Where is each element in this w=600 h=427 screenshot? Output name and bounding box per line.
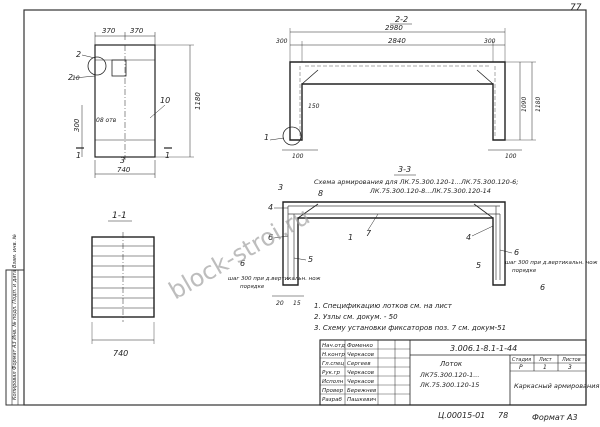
- side-dim-top-2: 370: [130, 27, 144, 35]
- section-33-pos-8: 8: [318, 189, 323, 198]
- format-label: Формат А3: [532, 413, 578, 422]
- section-33-note-right-2: порядке: [512, 268, 537, 274]
- side-pos-2a: 2: [76, 50, 81, 59]
- tb-role-5: Исполн: [322, 379, 344, 385]
- left-stamp-strip: [5, 269, 25, 406]
- tb-role-1: Нач.отд: [322, 343, 345, 349]
- section-33-pos-7: 7: [366, 229, 372, 238]
- section-22-dim-small: 150: [308, 103, 320, 110]
- title-block: Нач.отд Н.контр Гл.спец Рук.гр Исполн Пр…: [319, 339, 600, 406]
- tb-role-2: Н.контр: [322, 352, 345, 358]
- side-pos-10: 10: [160, 96, 170, 105]
- notes-block: 1. Спецификацию лотков см. на лист 2. Уз…: [314, 302, 506, 332]
- side-hole-label: 08 отв: [96, 117, 117, 124]
- section-33-pos-4b: 4: [466, 233, 471, 242]
- tb-drawing-name: Каркасный армирования: [514, 382, 600, 390]
- side-dim-top-1: 370: [102, 27, 116, 35]
- section-22-title: 2-2: [395, 15, 408, 24]
- section-33-pos-5: 5: [308, 255, 313, 264]
- tb-name-2: Черкасов: [347, 352, 374, 358]
- tb-role-6: Провер: [322, 388, 344, 394]
- section-33-dim-15: 15: [293, 300, 301, 307]
- side-pos-2b: 2: [68, 73, 73, 82]
- tb-name-5: Черкасов: [347, 379, 374, 385]
- section-22-dim-inner: 2840: [388, 37, 406, 45]
- side-pos-3: 3: [120, 156, 125, 165]
- section-33-pos-6d: 6: [240, 259, 245, 268]
- section-33-pos-6c: 6: [540, 283, 545, 292]
- series-code: Ц.00015-01: [438, 411, 485, 420]
- tb-name-7: Пашкевич: [347, 397, 377, 403]
- tb-doc-code: 3.006.1-8.1-1-44: [450, 344, 517, 353]
- section-22-pos-1: 1: [264, 133, 269, 142]
- section-33-pos-3: 3: [278, 183, 283, 192]
- tb-name-6: Бережнев: [347, 388, 376, 394]
- section-33-pos-4: 4: [268, 203, 273, 212]
- side-dim-width: 740: [117, 166, 131, 174]
- section-22-dim-h1: 1090: [521, 97, 528, 112]
- tb-stage-head-3: Листов: [561, 357, 581, 363]
- section-33-pos-1: 1: [348, 233, 353, 242]
- section-33-note-left: шаг 300 при д.вертикальн. нож: [228, 276, 321, 282]
- tb-object-code-1: ЛК75.300.120-1...: [419, 371, 479, 379]
- section-1-1: 1-1 740: [91, 211, 155, 358]
- left-stamp-text: Копировал Формат А3 Инв. № подл. Подп. и…: [12, 234, 18, 400]
- section-33-dim-20: 20: [276, 300, 284, 307]
- side-dim-left: 300: [73, 118, 81, 132]
- side-cut-right: 1: [165, 151, 170, 160]
- section-11-dim-width: 740: [113, 349, 128, 358]
- tb-stage-head-1: Стадия: [512, 357, 531, 363]
- section-3-3: 3-3 Схема армирования для ЛК.75.300.120-…: [228, 165, 598, 307]
- section-22-dim-br: 100: [505, 153, 517, 160]
- section-33-title: 3-3: [398, 165, 411, 174]
- tb-stage-val-1: Р: [519, 364, 523, 371]
- section-22-dim-right: 300: [484, 38, 496, 45]
- section-33-note-left-2: порядке: [240, 284, 265, 290]
- section-33-scheme-1: Схема армирования для ЛК.75.300.120-1...…: [314, 178, 519, 186]
- side-dim-height: 1180: [194, 92, 202, 110]
- section-33-pos-5b: 5: [476, 261, 481, 270]
- side-view: 370 370 1180 300 740 08 отв 2 2 3 10 10 …: [68, 27, 202, 178]
- tb-name-4: Черкасов: [347, 370, 374, 376]
- tb-name-3: Сергеев: [347, 361, 371, 367]
- section-22-dim-bl: 100: [292, 153, 304, 160]
- sheet-number: 78: [498, 411, 508, 420]
- section-2-2: 2-2 2980 2840 300 300 1090 1180 150 100 …: [264, 15, 542, 160]
- section-33-scheme-2: ЛК.75.300.120-8...ЛК.75.300.120-14: [369, 187, 491, 195]
- tb-role-3: Гл.спец: [322, 361, 344, 367]
- sheet-frame: [23, 9, 587, 406]
- tb-stage-head-2: Лист: [538, 357, 553, 363]
- note-3: 3. Схему установки фиксаторов поз. 7 см.…: [314, 324, 506, 332]
- side-small-dim: 10: [72, 75, 80, 82]
- tb-role-4: Рук.гр: [322, 370, 341, 376]
- tb-object-code-2: ЛК.75.300.120-15: [419, 381, 479, 389]
- section-22-dim-left: 300: [276, 38, 288, 45]
- section-11-title: 1-1: [112, 211, 127, 221]
- section-22-dim-total: 2980: [385, 24, 403, 32]
- page-number: 77: [570, 3, 582, 13]
- tb-stage-val-2: 1: [543, 364, 547, 371]
- section-33-pos-6: 6: [268, 233, 273, 242]
- section-22-dim-h2: 1180: [535, 97, 542, 112]
- note-1: 1. Спецификацию лотков см. на лист: [314, 302, 453, 310]
- tb-stage-val-3: 3: [568, 364, 572, 371]
- side-cut-left: 1: [76, 151, 81, 160]
- tb-object-name: Лоток: [439, 360, 463, 368]
- tb-name-1: Фоменко: [347, 343, 374, 349]
- tb-role-7: Разраб: [322, 397, 342, 403]
- section-33-note-right: шаг 300 при д.вертикальн. нож: [505, 260, 598, 266]
- note-2: 2. Узлы см. докум. - 50: [314, 313, 398, 321]
- section-33-pos-6b: 6: [514, 248, 519, 257]
